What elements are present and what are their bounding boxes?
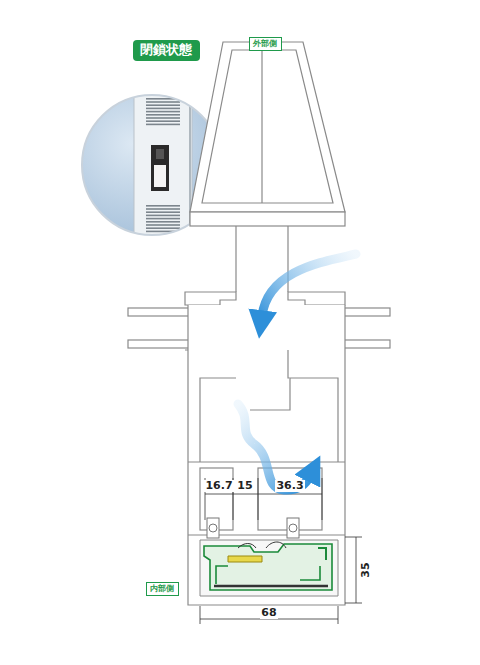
damper-unit [200, 540, 338, 596]
frame-section [188, 305, 345, 605]
airflow-arrow [238, 254, 356, 490]
outer-hood [190, 42, 345, 212]
closed-state-photo [146, 218, 180, 220]
side-label: 内部側 [146, 582, 179, 596]
side-label: 外部側 [249, 37, 282, 51]
dimension-line [205, 478, 322, 520]
outer-hood [190, 212, 345, 226]
dimension-value: 15 [236, 480, 253, 492]
node-text: 閉鎖状態 [140, 43, 193, 58]
dimension-line [205, 494, 322, 495]
dimension-value: 36.3 [275, 480, 304, 492]
screw [289, 524, 297, 532]
closed-state-photo [146, 205, 180, 207]
dimension-value: 16.7 [204, 480, 233, 492]
screw [207, 518, 219, 538]
damper-unit [318, 548, 326, 560]
damper-unit [238, 544, 256, 549]
screw [209, 524, 217, 532]
frame-section [250, 378, 290, 410]
frame-section [288, 350, 338, 462]
dimension-value: 68 [260, 607, 277, 619]
closed-state-photo [156, 149, 164, 159]
node-text: 外部側 [253, 39, 278, 48]
closed-state-photo [146, 124, 180, 126]
damper-unit [300, 566, 320, 580]
closed-state-photo [146, 101, 180, 103]
damper-unit [214, 585, 328, 588]
state-label: 閉鎖状態 [133, 40, 200, 61]
frame-section [185, 292, 236, 305]
airflow-arrow [262, 254, 356, 316]
closed-state-photo [146, 205, 180, 232]
outer-hood [190, 42, 345, 226]
closed-state-photo [146, 114, 180, 116]
closed-state-photo [146, 117, 180, 119]
closed-state-photo [146, 224, 180, 226]
damper-unit [204, 544, 332, 590]
closed-state-photo [146, 208, 180, 210]
node-text: 内部側 [150, 584, 175, 593]
outer-hood [202, 50, 333, 203]
damper-unit [200, 540, 338, 596]
closed-state-photo [134, 88, 192, 243]
closed-state-photo [146, 221, 180, 223]
screw [287, 518, 299, 538]
dimension-value: 35 [360, 561, 372, 578]
closed-state-photo [146, 98, 180, 125]
closed-state-photo [146, 211, 180, 213]
closed-state-photo [146, 108, 180, 110]
closed-state-photo [146, 215, 180, 217]
closed-state-photo [146, 120, 180, 122]
damper-unit [216, 566, 228, 584]
frame-section [200, 378, 236, 462]
closed-state-photo [146, 111, 180, 113]
airflow-arrow [238, 404, 310, 490]
dimension-line [200, 606, 338, 624]
closed-state-photo [151, 145, 169, 191]
damper-unit [266, 542, 286, 548]
frame-section [128, 226, 390, 605]
closed-state-photo [154, 165, 166, 187]
screw [207, 518, 299, 538]
closed-state-photo [146, 104, 180, 106]
damper-unit [228, 556, 262, 562]
closed-state-photo [146, 227, 180, 229]
frame-section [288, 292, 345, 305]
outer-hood [261, 50, 262, 203]
dimension-line [200, 478, 362, 624]
